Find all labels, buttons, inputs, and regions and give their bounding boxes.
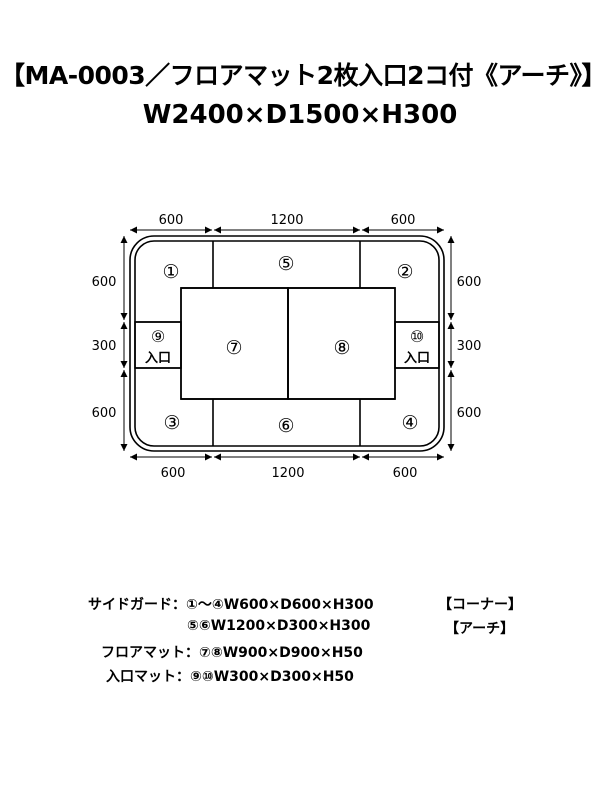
spec-label: 入口マット： xyxy=(106,669,190,685)
spec-label: フロアマット： xyxy=(101,645,199,661)
spec-items: ①～④ xyxy=(186,597,224,613)
spec-label: サイドガード： xyxy=(88,597,186,613)
dim-bottom-2: 1200 xyxy=(271,466,304,481)
outer-wall-outer xyxy=(129,235,445,452)
piece-label-1: ① xyxy=(162,261,179,283)
piece-label-10: ⑩ xyxy=(410,327,424,346)
dim-bottom-3: 600 xyxy=(393,466,418,481)
spec-size: W900×D900×H50 xyxy=(222,645,363,661)
dim-right-1: 600 xyxy=(457,275,482,290)
dim-bottom-1: 600 xyxy=(161,466,186,481)
spec-row-entrance-mat: 入口マット：⑨⑩W300×D300×H50 xyxy=(106,666,354,686)
spec-row-side-guard-corner: サイドガード：①～④W600×D600×H300 xyxy=(88,594,374,614)
spec-items: ⑦⑧ xyxy=(199,645,223,661)
floor-mats xyxy=(180,287,396,400)
spec-row-floor-mat: フロアマット：⑦⑧W900×D900×H50 xyxy=(101,642,363,662)
spec-size: W300×D300×H50 xyxy=(213,669,354,685)
dimension-lines xyxy=(120,226,455,461)
spec-size: W1200×D300×H300 xyxy=(210,618,371,634)
piece-label-8: ⑧ xyxy=(333,337,350,359)
dim-left-1: 600 xyxy=(92,275,117,290)
piece-label-3: ③ xyxy=(163,412,180,434)
dim-right-2: 300 xyxy=(457,339,482,354)
piece-label-7: ⑦ xyxy=(225,337,242,359)
dim-left-3: 600 xyxy=(92,406,117,421)
dim-left-2: 300 xyxy=(92,339,117,354)
spec-note-corner: 【コーナー】 xyxy=(438,597,522,613)
dim-right-3: 600 xyxy=(457,406,482,421)
piece-label-6: ⑥ xyxy=(277,415,294,437)
spec-note-arch: 【アーチ】 xyxy=(445,621,515,637)
spec-row-side-guard-arch: ⑤⑥W1200×D300×H300 xyxy=(187,618,370,634)
page-title: 【MA-0003／フロアマット2枚入口2コ付《アーチ》】 xyxy=(0,61,600,90)
entrance-mats xyxy=(134,321,440,369)
entrance-label-right: 入口 xyxy=(404,351,430,366)
dim-top-3: 600 xyxy=(391,213,416,228)
entrance-label-left: 入口 xyxy=(145,351,171,366)
piece-label-9: ⑨ xyxy=(151,327,165,346)
spec-items: ⑨⑩ xyxy=(190,669,214,685)
spec-size: W600×D600×H300 xyxy=(223,597,374,613)
piece-label-5: ⑤ xyxy=(277,253,294,275)
page-size: W2400×D1500×H300 xyxy=(142,100,458,130)
dim-top-1: 600 xyxy=(159,213,184,228)
piece-label-4: ④ xyxy=(401,412,418,434)
spec-items: ⑤⑥ xyxy=(187,618,211,634)
entrance-mat-9 xyxy=(134,321,182,369)
piece-label-2: ② xyxy=(396,261,413,283)
dim-top-2: 1200 xyxy=(270,213,303,228)
entrance-mat-10 xyxy=(394,321,440,369)
